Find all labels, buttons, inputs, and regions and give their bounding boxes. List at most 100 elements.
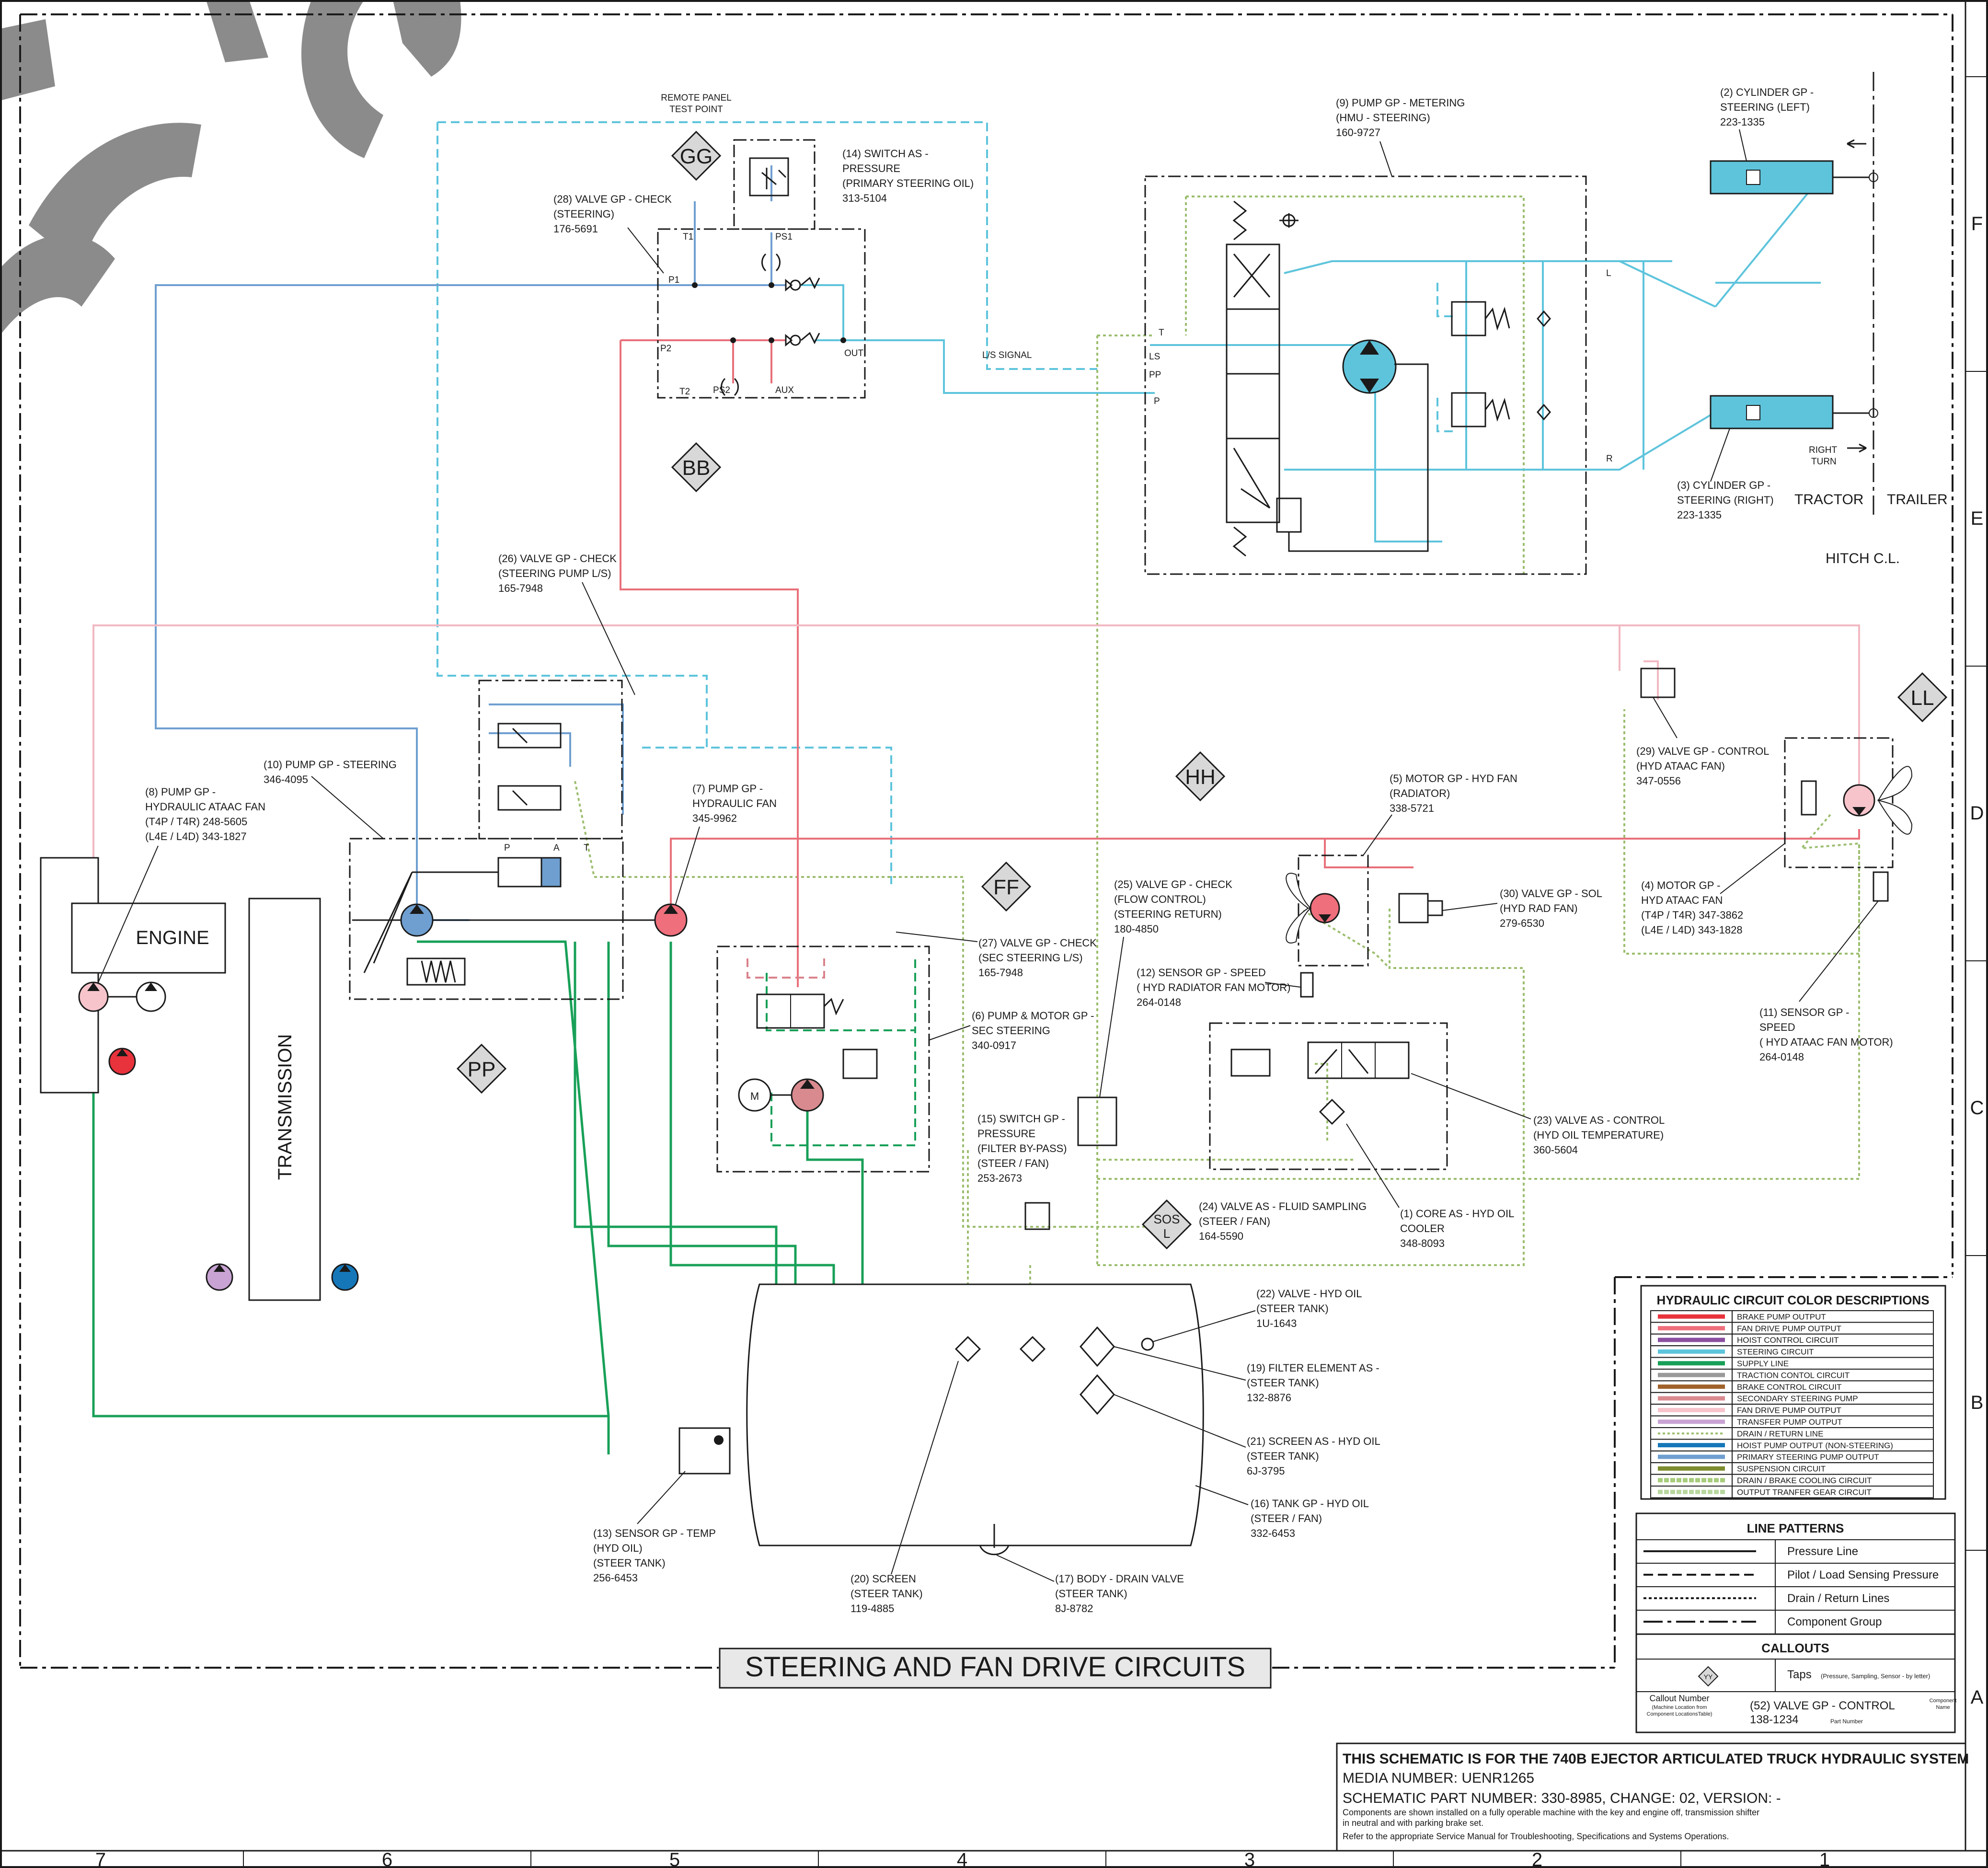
callout-19: (19) FILTER ELEMENT AS - (STEER TANK) 13… xyxy=(1114,1346,1379,1404)
svg-text:(STEER / FAN): (STEER / FAN) xyxy=(977,1157,1049,1169)
steering-pump-group-10 xyxy=(349,680,668,1000)
radiator-fan-group xyxy=(1286,854,1443,998)
svg-text:TEST POINT: TEST POINT xyxy=(669,104,723,115)
ataac-fan-lines xyxy=(92,624,1860,997)
diagram-title-text: STEERING AND FAN DRIVE CIRCUITS xyxy=(745,1651,1245,1683)
steering-cylinders xyxy=(1710,72,1878,518)
callout-25: (25) VALVE GP - CHECK (FLOW CONTROL) (ST… xyxy=(1099,878,1232,1098)
legend-label: HOIST CONTROL CIRCUIT xyxy=(1737,1336,1839,1345)
color-legend: HYDRAULIC CIRCUIT COLOR DESCRIPTIONS BRA… xyxy=(1640,1285,1946,1500)
legend-label: PRIMARY STEERING PUMP OUTPUT xyxy=(1737,1453,1879,1462)
fan-drive-lines xyxy=(620,339,1860,987)
svg-text:FF: FF xyxy=(993,876,1019,899)
legend-row: FAN DRIVE PUMP OUTPUT xyxy=(1650,1404,1934,1417)
svg-text:(STEER TANK): (STEER TANK) xyxy=(1055,1588,1127,1600)
callout-20: (20) SCREEN (STEER TANK) 119-4885 xyxy=(850,1361,959,1614)
svg-text:(27) VALVE GP - CHECK: (27) VALVE GP - CHECK xyxy=(978,937,1097,949)
column-3: 3 xyxy=(1244,1849,1255,1868)
callout-21: (21) SCREEN AS - HYD OIL (STEER TANK) 6J… xyxy=(1114,1394,1380,1477)
svg-text:(52) VALVE GP - CONTROL: (52) VALVE GP - CONTROL xyxy=(1750,1699,1895,1712)
engine-label: ENGINE xyxy=(136,927,209,948)
svg-text:(STEER TANK): (STEER TANK) xyxy=(593,1557,666,1569)
svg-text:(7) PUMP GP -: (7) PUMP GP - xyxy=(692,783,763,795)
svg-text:LS: LS xyxy=(1149,352,1160,362)
filter-bypass-switch-15 xyxy=(1024,1096,1117,1230)
valve-block-28-14 xyxy=(657,139,866,399)
legend-label: SUPPLY LINE xyxy=(1737,1359,1789,1368)
svg-text:Pilot / Load Sensing Pressure: Pilot / Load Sensing Pressure xyxy=(1787,1568,1939,1581)
tap-hh: HH xyxy=(1175,751,1226,802)
svg-text:(STEER TANK): (STEER TANK) xyxy=(850,1588,923,1600)
svg-text:(STEERING): (STEERING) xyxy=(553,208,614,220)
svg-text:P1: P1 xyxy=(668,275,679,285)
svg-text:332-6453: 332-6453 xyxy=(1251,1527,1295,1539)
legend-row: DRAIN / RETURN LINE xyxy=(1650,1427,1934,1440)
callouts-legend: CALLOUTS YY Taps (Pressure, Sampling, Se… xyxy=(1635,1633,1956,1733)
legend-label: TRACTION CONTOL CIRCUIT xyxy=(1737,1371,1850,1380)
callout-4: (4) MOTOR GP - HYD ATAAC FAN (T4P / T4R)… xyxy=(1641,843,1785,936)
row-letters: F E D C B A xyxy=(1970,213,1984,1708)
svg-text:(12) SENSOR GP - SPEED: (12) SENSOR GP - SPEED xyxy=(1137,967,1266,979)
svg-text:(28) VALVE GP - CHECK: (28) VALVE GP - CHECK xyxy=(553,193,672,205)
metering-pump-group-9 xyxy=(1144,175,1587,575)
svg-text:347-0556: 347-0556 xyxy=(1636,775,1681,787)
svg-text:138-1234: 138-1234 xyxy=(1750,1713,1798,1726)
svg-text:(26) VALVE GP - CHECK: (26) VALVE GP - CHECK xyxy=(498,553,617,565)
watermark xyxy=(0,0,461,335)
column-2: 2 xyxy=(1532,1849,1542,1868)
svg-text:(STEER TANK): (STEER TANK) xyxy=(1247,1450,1319,1462)
svg-text:(STEER / FAN): (STEER / FAN) xyxy=(1251,1512,1322,1524)
callout-15: (15) SWITCH GP - PRESSURE (FILTER BY-PAS… xyxy=(977,1113,1067,1184)
svg-text:180-4850: 180-4850 xyxy=(1114,923,1159,935)
legend-row: SUPPLY LINE xyxy=(1650,1357,1934,1370)
svg-text:T1: T1 xyxy=(683,232,693,242)
callout-8: (8) PUMP GP - HYDRAULIC ATAAC FAN (T4P /… xyxy=(98,786,265,983)
column-6: 6 xyxy=(382,1849,392,1868)
svg-text:(14) SWITCH AS -: (14) SWITCH AS - xyxy=(842,148,929,160)
callout-29: (29) VALVE GP - CONTROL (HYD ATAAC FAN) … xyxy=(1636,697,1770,787)
svg-text:(HYD OIL TEMPERATURE): (HYD OIL TEMPERATURE) xyxy=(1533,1129,1664,1141)
svg-text:Component LocationsTable): Component LocationsTable) xyxy=(1647,1711,1712,1717)
oil-temp-valve-group-23 xyxy=(1209,1022,1448,1170)
color-legend-title: HYDRAULIC CIRCUIT COLOR DESCRIPTIONS xyxy=(1656,1293,1929,1307)
svg-text:SPEED: SPEED xyxy=(1759,1021,1795,1033)
callout-2: (2) CYLINDER GP - STEERING (LEFT) 223-13… xyxy=(1720,86,1814,161)
legend-row: FAN DRIVE PUMP OUTPUT xyxy=(1650,1322,1934,1335)
remote-panel-label: REMOTE PANEL TEST POINT xyxy=(661,93,731,115)
svg-text:(T4P / T4R) 347-3862: (T4P / T4R) 347-3862 xyxy=(1641,909,1743,921)
svg-text:1U-1643: 1U-1643 xyxy=(1256,1317,1297,1329)
legend-row: PRIMARY STEERING PUMP OUTPUT xyxy=(1650,1450,1934,1464)
svg-text:P: P xyxy=(1154,396,1160,406)
legend-label: STEERING CIRCUIT xyxy=(1737,1348,1814,1357)
svg-text:(11) SENSOR GP -: (11) SENSOR GP - xyxy=(1759,1006,1849,1018)
transmission-label: TRANSMISSION xyxy=(275,1034,296,1180)
callouts: REMOTE PANEL TEST POINT (28) VALVE GP - … xyxy=(98,86,1948,1614)
media-number: MEDIA NUMBER: UENR1265 xyxy=(1343,1770,1534,1786)
svg-text:(23) VALVE AS - CONTROL: (23) VALVE AS - CONTROL xyxy=(1533,1114,1665,1126)
svg-text:(13) SENSOR GP - TEMP: (13) SENSOR GP - TEMP xyxy=(593,1527,716,1539)
engine-block: ENGINE xyxy=(40,857,226,1094)
legend-label: DRAIN / BRAKE COOLING CIRCUIT xyxy=(1737,1476,1872,1485)
primary-steering-lines xyxy=(155,165,786,921)
svg-text:(15) SWITCH GP -: (15) SWITCH GP - xyxy=(977,1113,1065,1125)
hydraulic-fan-pump-7 xyxy=(654,903,688,937)
steering-lines xyxy=(800,176,1822,542)
svg-text:AUX: AUX xyxy=(775,385,794,395)
svg-text:(24) VALVE AS - FLUID SAMPLING: (24) VALVE AS - FLUID SAMPLING xyxy=(1199,1200,1367,1212)
svg-text:T: T xyxy=(584,843,589,853)
svg-text:HITCH C.L.: HITCH C.L. xyxy=(1826,551,1900,566)
svg-text:HYDRAULIC ATAAC FAN: HYDRAULIC ATAAC FAN xyxy=(145,801,265,813)
tap-gg: GG xyxy=(671,130,722,181)
svg-text:(3) CYLINDER GP -: (3) CYLINDER GP - xyxy=(1677,479,1770,491)
ls-signal-label: L/S SIGNAL xyxy=(982,350,1032,360)
svg-text:(29) VALVE GP - CONTROL: (29) VALVE GP - CONTROL xyxy=(1636,745,1770,757)
row-e: E xyxy=(1971,508,1984,529)
svg-text:(T4P / T4R) 248-5605: (T4P / T4R) 248-5605 xyxy=(145,816,247,828)
callout-26: (26) VALVE GP - CHECK (STEERING PUMP L/S… xyxy=(498,553,635,695)
tap-sos: SOS L xyxy=(1141,1199,1192,1250)
svg-text:(STEERING RETURN): (STEERING RETURN) xyxy=(1114,908,1222,920)
svg-text:340-0917: 340-0917 xyxy=(972,1039,1016,1051)
row-c: C xyxy=(1970,1097,1984,1118)
